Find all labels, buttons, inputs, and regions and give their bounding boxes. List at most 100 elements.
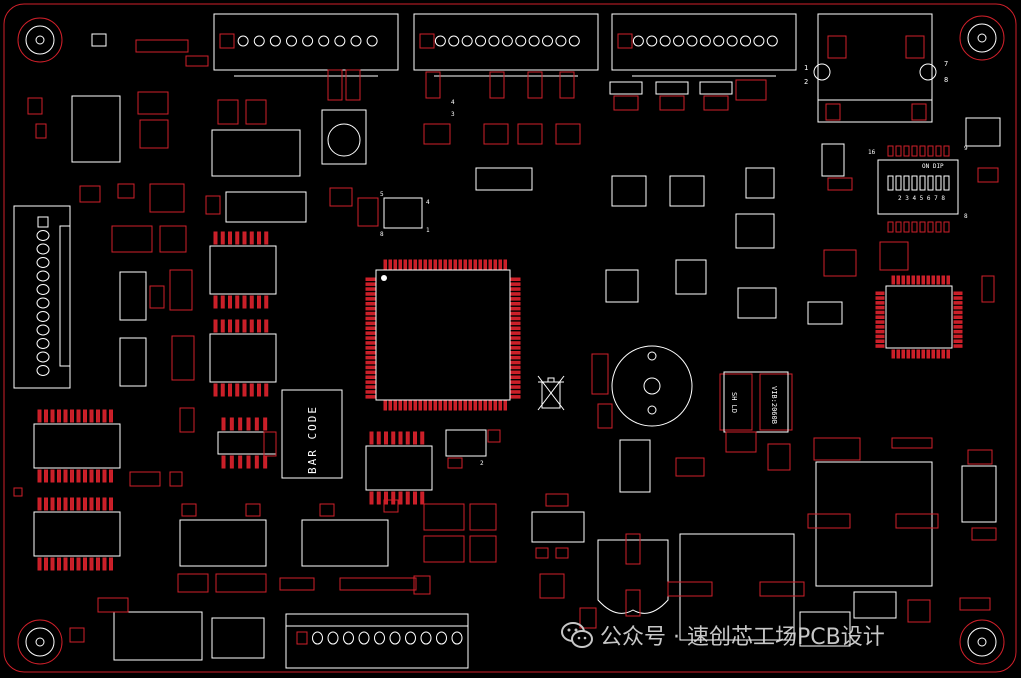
mcu-pin <box>468 400 472 411</box>
component-outline <box>245 99 267 125</box>
component-outline <box>767 443 791 471</box>
component-outline <box>329 187 353 207</box>
mcu-pin <box>463 400 467 411</box>
mcu-pin <box>453 400 457 411</box>
component-outline <box>119 271 147 321</box>
mcu-pin <box>365 336 376 340</box>
qfp2-pin <box>875 291 885 295</box>
bottom-conn-pin <box>358 631 370 645</box>
component-outline <box>135 39 189 53</box>
qfp2-pin <box>875 339 885 343</box>
qfp2-pin <box>916 349 920 359</box>
mcu-pin <box>438 400 442 411</box>
qfp2-pin <box>921 275 925 285</box>
left-conn-pin <box>36 257 50 268</box>
component-outline <box>279 577 315 591</box>
reg-pin2-label: 2 <box>480 460 484 467</box>
mcu-pin <box>408 259 412 270</box>
component-outline <box>179 407 195 433</box>
component-outline <box>535 547 549 559</box>
component-outline <box>737 287 777 319</box>
component-outline <box>675 457 705 477</box>
mcu-pin <box>443 259 447 270</box>
component-outline <box>971 527 997 541</box>
left-conn-pin <box>36 297 50 309</box>
component-outline <box>117 183 135 199</box>
qfp2-pin <box>953 310 963 315</box>
component-outline <box>517 123 543 145</box>
qfp2-pin <box>875 296 885 300</box>
component-outline <box>111 225 153 253</box>
mcu-pin <box>510 370 521 375</box>
mcu-pin <box>510 316 521 321</box>
mcu-pin <box>365 370 376 375</box>
component-outline <box>609 81 643 95</box>
component-outline <box>113 611 203 661</box>
mcu-pin <box>453 259 457 270</box>
component-outline <box>217 99 239 125</box>
dip-pad <box>935 145 942 157</box>
qfp2-pin <box>896 349 900 359</box>
qfp2-pin <box>911 349 915 359</box>
component-outline <box>205 195 221 215</box>
mcu-pin <box>408 400 412 411</box>
component-outline <box>475 167 533 191</box>
soic-package <box>209 231 277 309</box>
component-outline <box>655 81 689 95</box>
left-conn-pin <box>36 351 50 363</box>
component-outline <box>357 197 379 227</box>
mcu-pin <box>413 400 417 411</box>
component-outline <box>149 183 185 213</box>
mcu-pin <box>473 400 477 411</box>
dip-pad <box>887 221 894 233</box>
mcu-pin <box>510 311 521 316</box>
rj45-pin1-label: 1 <box>804 64 808 72</box>
component-outline <box>967 449 993 465</box>
component-outline <box>423 503 465 531</box>
mcu-pin <box>413 259 417 270</box>
mcu-pin <box>428 400 432 411</box>
soic-package <box>33 409 121 483</box>
dip-pad <box>919 145 926 157</box>
left-conn-pin <box>36 230 50 241</box>
mcu-pin <box>365 277 376 281</box>
component-outline <box>959 597 991 611</box>
mcu-pin <box>365 287 376 291</box>
bottom-conn-pin <box>312 631 323 645</box>
left-conn-pin <box>36 365 50 376</box>
mcu-pin <box>488 259 492 270</box>
mcu-pin <box>438 259 442 270</box>
mounting-hole-top-left <box>17 17 63 63</box>
mcu-pin <box>433 400 437 411</box>
mcu-pin <box>383 259 387 270</box>
component-outline <box>853 591 897 619</box>
left-conn-pin <box>36 338 50 349</box>
mcu-pin <box>365 346 376 350</box>
mcu-pin <box>365 385 376 389</box>
ic-pin8-label: 8 <box>380 231 384 238</box>
component-outline <box>263 431 277 457</box>
top-header-connector-2 <box>413 13 599 77</box>
bottom-conn-pin <box>374 631 385 645</box>
board-outline <box>3 3 1017 673</box>
component-outline <box>137 91 169 115</box>
component-outline <box>527 71 543 99</box>
large-inductor <box>807 437 939 587</box>
dip-slider <box>943 175 950 191</box>
component-outline <box>339 577 417 591</box>
mcu-pin <box>503 259 507 270</box>
mcu-pin <box>510 395 521 399</box>
bottom-conn-pin <box>451 631 463 645</box>
dip-pin9-label: 9 <box>964 145 968 152</box>
mcu-pin <box>448 400 452 411</box>
component-outline <box>483 123 509 145</box>
mcu-pin <box>418 259 422 270</box>
dip-switch <box>877 159 959 215</box>
mcu-pin <box>365 390 376 394</box>
mcu-pin <box>398 259 402 270</box>
mcu-pin <box>468 259 472 270</box>
dip-pad <box>935 221 942 233</box>
component-outline <box>907 599 931 623</box>
component-outline <box>171 335 195 381</box>
inductor-label-right: VIB:2060B <box>770 386 778 424</box>
